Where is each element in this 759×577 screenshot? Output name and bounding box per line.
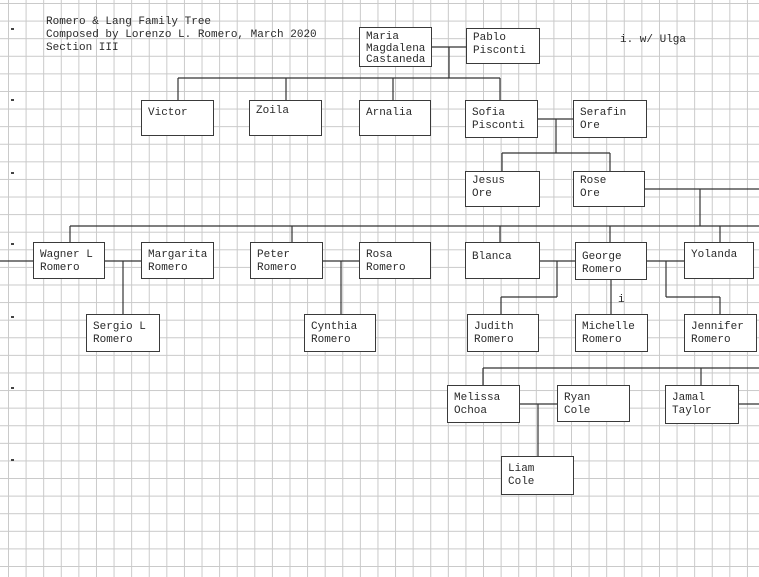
person-serafin-ore[interactable]: Serafin Ore (573, 100, 647, 138)
person-rose-ore[interactable]: Rose Ore (573, 171, 645, 207)
person-jamal-taylor[interactable]: Jamal Taylor (665, 385, 739, 424)
person-peter-romero[interactable]: Peter Romero (250, 242, 323, 279)
margin-mark (11, 243, 14, 245)
person-arnalia[interactable]: Arnalia (359, 100, 431, 136)
person-margarita-romero[interactable]: Margarita Romero (141, 242, 214, 279)
person-cynthia-romero[interactable]: Cynthia Romero (304, 314, 376, 352)
margin-mark (11, 99, 14, 101)
person-michelle-romero[interactable]: Michelle Romero (575, 314, 648, 352)
person-blanca[interactable]: Blanca (465, 242, 540, 279)
person-rosa-romero[interactable]: Rosa Romero (359, 242, 431, 279)
person-jesus-ore[interactable]: Jesus Ore (465, 171, 540, 207)
person-wagner-l-romero[interactable]: Wagner L Romero (33, 242, 105, 279)
person-ryan-cole[interactable]: Ryan Cole (557, 385, 630, 422)
person-melissa-ochoa[interactable]: Melissa Ochoa (447, 385, 520, 423)
person-yolanda[interactable]: Yolanda (684, 242, 754, 279)
margin-mark (11, 172, 14, 174)
person-jennifer-romero[interactable]: Jennifer Romero (684, 314, 757, 352)
tree-author-line: Composed by Lorenzo L. Romero, March 202… (46, 29, 317, 41)
marriage-note: i. w/ Ulga (620, 34, 687, 46)
person-sofia-pisconti[interactable]: Sofia Pisconti (465, 100, 538, 138)
person-maria-magdalena-castaneda[interactable]: Maria Magdalena Castaneda (359, 27, 432, 67)
person-george-romero[interactable]: George Romero (575, 242, 647, 280)
tree-title: Romero & Lang Family Tree (46, 16, 212, 28)
margin-mark (11, 387, 14, 389)
tree-section: Section III (46, 42, 119, 54)
person-victor[interactable]: Victor (141, 100, 214, 136)
michelle-mark: i (618, 294, 625, 306)
person-zoila[interactable]: Zoila (249, 100, 322, 136)
margin-mark (11, 316, 14, 318)
margin-mark (11, 28, 14, 30)
person-pablo-pisconti[interactable]: Pablo Pisconti (466, 28, 540, 64)
person-judith-romero[interactable]: Judith Romero (467, 314, 539, 352)
margin-mark (11, 459, 14, 461)
person-liam-cole[interactable]: Liam Cole (501, 456, 574, 495)
person-sergio-l-romero[interactable]: Sergio L Romero (86, 314, 160, 352)
